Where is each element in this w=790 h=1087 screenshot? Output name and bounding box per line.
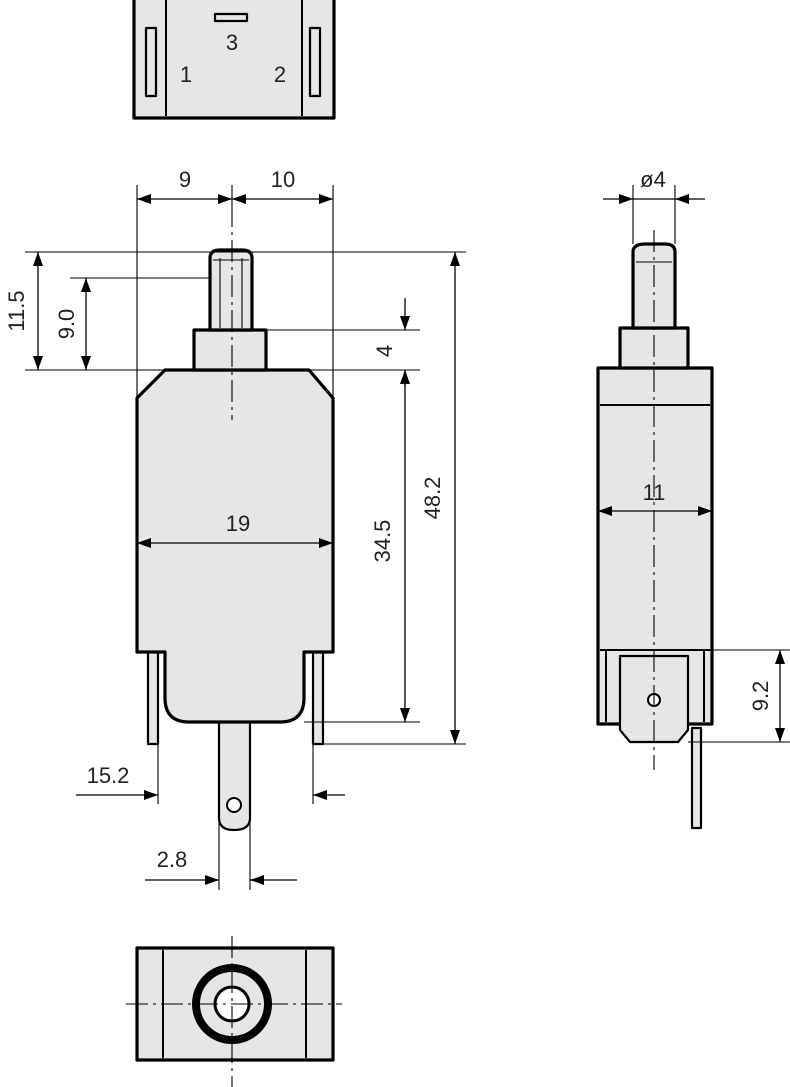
push-button: [208, 248, 254, 332]
side-dimensions: ø4 11 9.2: [598, 167, 790, 743]
side-view: [596, 230, 714, 830]
terminal-label-2: 2: [274, 62, 286, 87]
terminal-slot-2: [308, 26, 322, 98]
button-collar: [192, 328, 268, 372]
dim-label-9: 9: [179, 167, 191, 192]
dim-label-19: 19: [226, 511, 250, 536]
side-terminal-right: [311, 646, 325, 746]
bottom-view: [126, 936, 342, 1087]
dim-label-15-2: 15.2: [87, 763, 130, 788]
front-dimensions: 9 10 11.5 9.0 4 34.5: [4, 167, 466, 890]
dim-label-2-8: 2.8: [157, 847, 188, 872]
dim-label-9-2: 9.2: [748, 681, 773, 712]
front-view: [135, 205, 335, 832]
terminal-slot-1: [144, 26, 158, 98]
dim-label-48-2: 48.2: [420, 477, 445, 520]
terminal-label-1: 1: [180, 62, 192, 87]
terminal-label-3: 3: [226, 30, 238, 55]
terminal-slot-3: [213, 12, 249, 23]
breaker-body: [135, 368, 335, 724]
side-view-pin: [690, 726, 703, 830]
dim-label-dia-4: ø4: [640, 167, 666, 192]
dim-label-10: 10: [271, 167, 295, 192]
dim-label-11: 11: [643, 480, 666, 505]
center-terminal: [217, 720, 252, 832]
dim-label-34-5: 34.5: [370, 520, 395, 563]
center-terminal-hole: [226, 797, 242, 813]
top-view: 3 1 2: [132, 0, 336, 120]
dim-label-9-0: 9.0: [54, 309, 79, 340]
dim-label-4: 4: [372, 345, 397, 357]
side-terminal-left: [146, 646, 160, 746]
dim-label-11-5: 11.5: [4, 290, 29, 331]
